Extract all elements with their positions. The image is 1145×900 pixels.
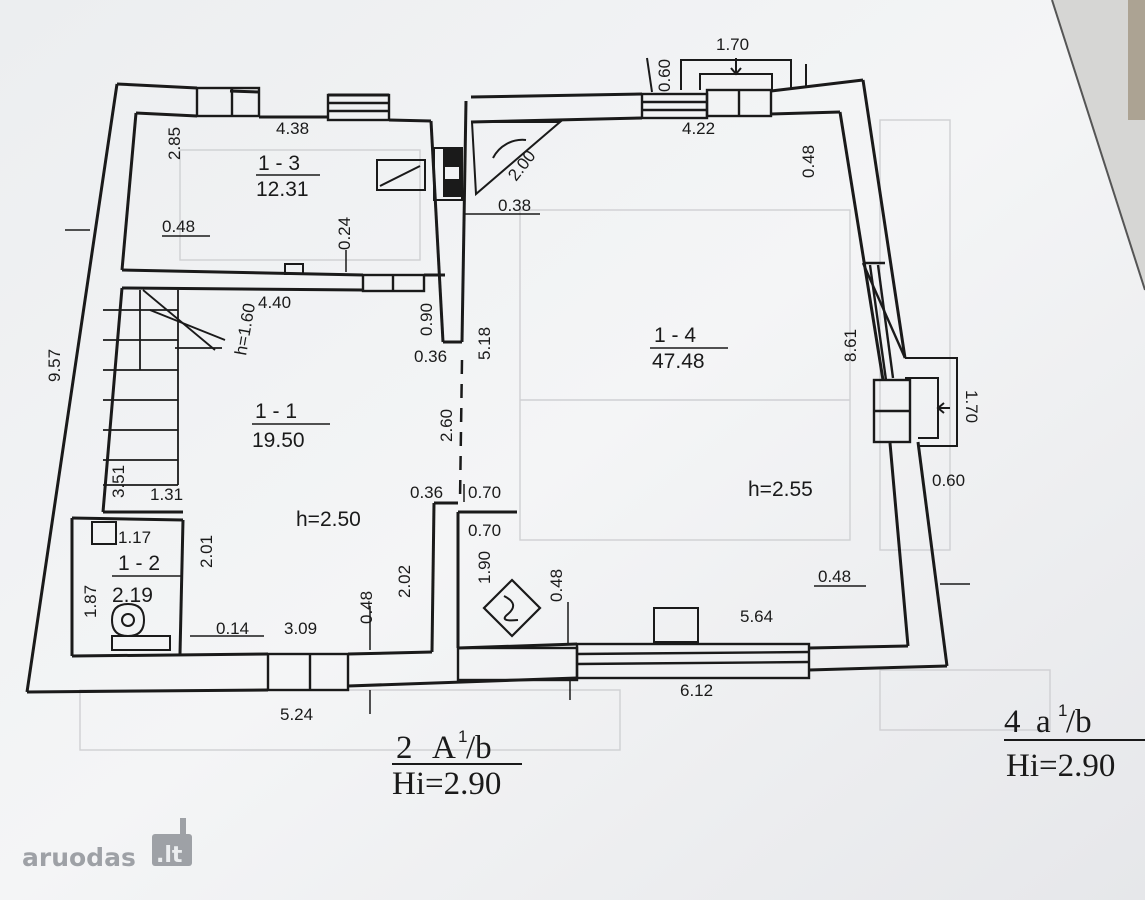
watermark-brand: aruodas	[22, 843, 136, 872]
room-labels: 1 - 3 12.31 1 - 1 19.50 1 - 2 2.19 1 - 4…	[112, 152, 813, 607]
dim-957: 9.57	[45, 349, 64, 382]
dim-090: 0.90	[417, 303, 436, 336]
room-11-area: 19.50	[252, 429, 305, 452]
room-12-area: 2.19	[112, 584, 153, 607]
dim-014: 0.14	[216, 619, 249, 638]
watermark-badge	[152, 834, 192, 866]
dim-285: 2.85	[165, 127, 184, 160]
room-13-area: 12.31	[256, 178, 309, 201]
dim-309: 3.09	[284, 619, 317, 638]
dim-048-tr: 0.48	[799, 145, 818, 178]
stamp-left-class: A	[432, 730, 456, 766]
dim-070-b: 0.70	[468, 521, 501, 540]
room-13-id: 1 - 3	[258, 152, 300, 175]
watermark-tld: .lt	[156, 843, 183, 868]
dim-201: 2.01	[197, 535, 216, 568]
dim-060-r: 0.60	[932, 471, 965, 490]
dim-438: 4.38	[276, 119, 309, 138]
dim-524: 5.24	[280, 705, 313, 724]
binder-strip	[1128, 0, 1145, 120]
dim-038: 0.38	[498, 196, 531, 215]
dimension-texts: 1.70 4.38 4.22 0.38 0.48 4.40 0.36 1.31 …	[118, 35, 965, 724]
watermark-chimney	[180, 818, 186, 834]
dim-170-top: 1.70	[716, 35, 749, 54]
dim-351: 3.51	[109, 465, 128, 498]
windows	[195, 86, 912, 692]
stamp-left-sub: /b	[466, 730, 492, 766]
bay-marks	[646, 57, 958, 447]
dimension-texts-vertical: 0.60 2.85 0.48 2.00 0.24 0.90 5.18 9.57 …	[45, 59, 981, 624]
dim-422: 4.22	[682, 119, 715, 138]
fixtures	[91, 121, 699, 651]
dim-170-r: 1.70	[962, 390, 981, 423]
room-14-id: 1 - 4	[654, 324, 696, 347]
dimension-lines	[65, 213, 970, 714]
dim-036-b: 0.36	[410, 483, 443, 502]
dim-070-a: 0.70	[468, 483, 501, 502]
dim-131: 1.31	[150, 485, 183, 504]
room-11-id: 1 - 1	[255, 400, 297, 423]
dim-564: 5.64	[740, 607, 773, 626]
dim-260: 2.60	[437, 409, 456, 442]
stamp-right-sup: 1	[1058, 701, 1067, 720]
stamp-right-num: 4	[1004, 704, 1021, 740]
height-14: h=2.55	[748, 478, 813, 501]
dim-612: 6.12	[680, 681, 713, 700]
paper-edge-line	[1051, 0, 1145, 291]
stamp-left-num: 2	[396, 730, 413, 766]
dim-202: 2.02	[395, 565, 414, 598]
dim-518: 5.18	[475, 327, 494, 360]
heating-symbol	[482, 578, 542, 638]
dim-048-b: 0.48	[357, 591, 376, 624]
stairs	[103, 289, 226, 486]
watermark: aruodas .lt	[22, 818, 192, 872]
room-14-area: 47.48	[652, 350, 705, 373]
stamp-right-hi: Hi=2.90	[1006, 748, 1115, 784]
dim-048-l: 0.48	[162, 217, 195, 236]
stamp-left-hi: Hi=2.90	[392, 766, 501, 802]
stamp-right: 4 a 1 /b Hi=2.90	[1004, 701, 1145, 784]
dim-117: 1.17	[118, 528, 151, 547]
room-12-id: 1 - 2	[118, 552, 160, 575]
dim-024: 0.24	[335, 217, 354, 250]
show-through-lines	[79, 119, 1051, 751]
dim-048-r: 0.48	[818, 567, 851, 586]
dim-861: 8.61	[841, 329, 860, 362]
stamp-left-sup: 1	[458, 727, 467, 746]
dim-048-c: 0.48	[547, 569, 566, 602]
height-11: h=2.50	[296, 508, 361, 531]
stamp-right-class: a	[1036, 704, 1051, 740]
stamp-left: 2 A 1 /b Hi=2.90	[392, 727, 522, 802]
dim-190: 1.90	[475, 551, 494, 584]
dim-060-top: 0.60	[655, 59, 674, 92]
dim-440: 4.40	[258, 293, 291, 312]
stamp-right-sub: /b	[1066, 704, 1092, 740]
dim-036-a: 0.36	[414, 347, 447, 366]
dim-187: 1.87	[81, 585, 100, 618]
toilet-bowl	[110, 602, 146, 638]
